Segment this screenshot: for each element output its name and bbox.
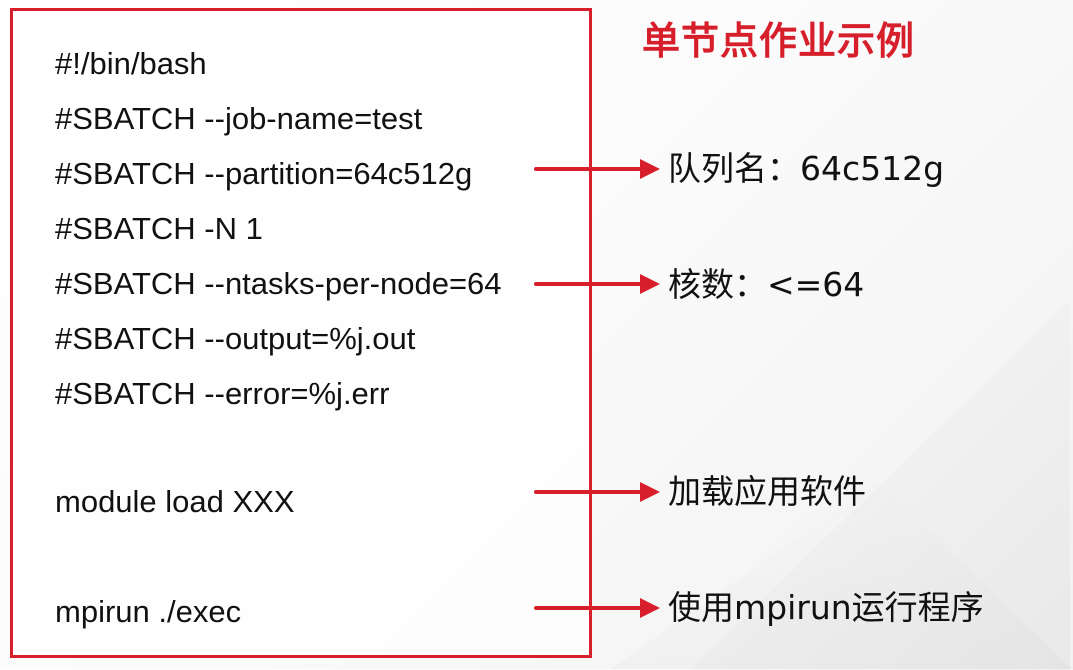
code-line-error: #SBATCH --error=%j.err [55, 376, 390, 411]
code-line-shebang: #!/bin/bash [55, 46, 207, 81]
code-line-job-name: #SBATCH --job-name=test [55, 101, 423, 136]
code-line-module-load: module load XXX [55, 484, 295, 519]
annotation-load-software: 加载应用软件 [668, 472, 866, 511]
code-line-output: #SBATCH --output=%j.out [55, 321, 416, 356]
right-arrow-icon [534, 482, 660, 502]
right-arrow-icon [534, 598, 660, 618]
code-frame: #!/bin/bash #SBATCH --job-name=test #SBA… [10, 8, 592, 658]
code-line-partition: #SBATCH --partition=64c512g [55, 156, 473, 191]
slide-title: 单节点作业示例 [642, 19, 916, 63]
annotation-cores: 核数：<=64 [668, 265, 865, 304]
annotation-partition: 队列名：64c512g [668, 149, 945, 188]
code-line-nodes: #SBATCH -N 1 [55, 211, 263, 246]
right-arrow-icon [534, 159, 660, 179]
annotation-mpirun: 使用mpirun运行程序 [668, 588, 984, 627]
code-line-ntasks-per-node: #SBATCH --ntasks-per-node=64 [55, 266, 502, 301]
right-arrow-icon [534, 274, 660, 294]
code-line-mpirun: mpirun ./exec [55, 594, 242, 629]
